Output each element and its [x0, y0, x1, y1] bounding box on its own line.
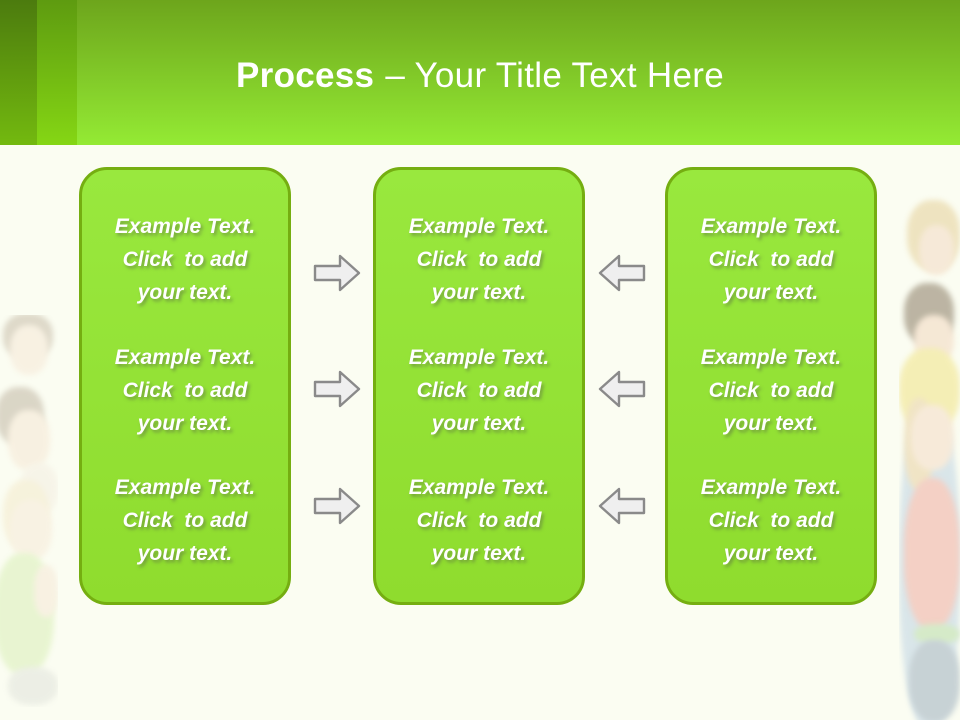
placeholder-line: Click to add [122, 248, 248, 271]
placeholder-line: Click to add [122, 509, 248, 532]
placeholder-line: Click to add [416, 509, 542, 532]
arrow-left-icon [598, 485, 646, 527]
placeholder-text-block: Example Text. Click to add your text. [88, 341, 282, 440]
photo-fragment [904, 398, 934, 490]
photo-fragment [20, 463, 58, 515]
placeholder-line: Click to add [122, 378, 248, 402]
placeholder-line: your text. [723, 281, 819, 304]
header-band-mid [37, 0, 77, 145]
header-band-main [77, 0, 960, 145]
photo-fragment [0, 387, 44, 445]
slide-title: Process – Your Title Text Here [0, 56, 960, 96]
placeholder-line: your text. [137, 542, 233, 565]
placeholder-line: your text. [723, 542, 819, 565]
placeholder-line: Example Text. [408, 476, 550, 499]
arrow-right-icon [313, 252, 361, 294]
photo-fragment [904, 478, 960, 630]
photo-fragment [911, 405, 954, 470]
placeholder-line: Example Text. [700, 345, 842, 369]
header-bar: Process – Your Title Text Here [0, 0, 960, 145]
placeholder-line: your text. [431, 411, 527, 435]
placeholder-line: Example Text. [700, 476, 842, 499]
photo-fragment [10, 325, 48, 375]
photo-fragment [8, 410, 50, 470]
photo-fragment [907, 200, 960, 270]
arrow-right-icon [313, 485, 361, 527]
photo-fragment [0, 553, 54, 675]
placeholder-line: Example Text. [700, 215, 842, 238]
arrow-left-icon [598, 252, 646, 294]
photo-fragment [34, 565, 58, 617]
process-box-3[interactable]: Example Text. Click to add your text. Ex… [665, 167, 877, 605]
arrow-right-icon [313, 368, 361, 410]
placeholder-line: Example Text. [408, 215, 550, 238]
header-band-dark [0, 0, 37, 145]
photo-fragment [909, 640, 960, 720]
placeholder-text-block: Example Text. Click to add your text. [88, 210, 282, 309]
placeholder-line: Click to add [708, 378, 834, 402]
right-children-photo [899, 150, 960, 720]
placeholder-line: your text. [431, 281, 527, 304]
slide-title-subtitle: – Your Title Text Here [385, 56, 724, 95]
placeholder-line: your text. [137, 281, 233, 304]
left-children-photo [0, 315, 58, 707]
photo-fragment [3, 480, 49, 550]
photo-fragment [899, 348, 960, 432]
placeholder-text-block: Example Text. Click to add your text. [674, 341, 868, 440]
process-box-1[interactable]: Example Text. Click to add your text. Ex… [79, 167, 291, 605]
placeholder-line: your text. [137, 411, 233, 435]
placeholder-line: your text. [723, 411, 819, 435]
placeholder-text-block: Example Text. Click to add your text. [88, 471, 282, 570]
placeholder-text-block: Example Text. Click to add your text. [382, 341, 576, 440]
placeholder-line: Example Text. [114, 476, 256, 499]
slide-title-keyword: Process [236, 56, 375, 95]
photo-fragment [914, 624, 960, 644]
placeholder-line: Click to add [708, 248, 834, 271]
placeholder-text-block: Example Text. Click to add your text. [674, 210, 868, 309]
process-box-2[interactable]: Example Text. Click to add your text. Ex… [373, 167, 585, 605]
photo-fragment [3, 315, 53, 359]
photo-fragment [904, 283, 954, 345]
placeholder-text-block: Example Text. Click to add your text. [382, 210, 576, 309]
placeholder-line: your text. [431, 542, 527, 565]
placeholder-line: Click to add [416, 378, 542, 402]
placeholder-text-block: Example Text. Click to add your text. [382, 471, 576, 570]
photo-fragment [899, 400, 960, 720]
placeholder-line: Example Text. [114, 215, 256, 238]
photo-fragment [914, 315, 954, 365]
arrow-left-icon [598, 368, 646, 410]
placeholder-line: Click to add [416, 248, 542, 271]
placeholder-line: Example Text. [408, 345, 550, 369]
placeholder-line: Example Text. [114, 345, 256, 369]
photo-fragment [8, 667, 58, 705]
placeholder-line: Click to add [708, 509, 834, 532]
placeholder-text-block: Example Text. Click to add your text. [674, 471, 868, 570]
photo-fragment [919, 225, 954, 275]
photo-fragment [10, 500, 52, 560]
